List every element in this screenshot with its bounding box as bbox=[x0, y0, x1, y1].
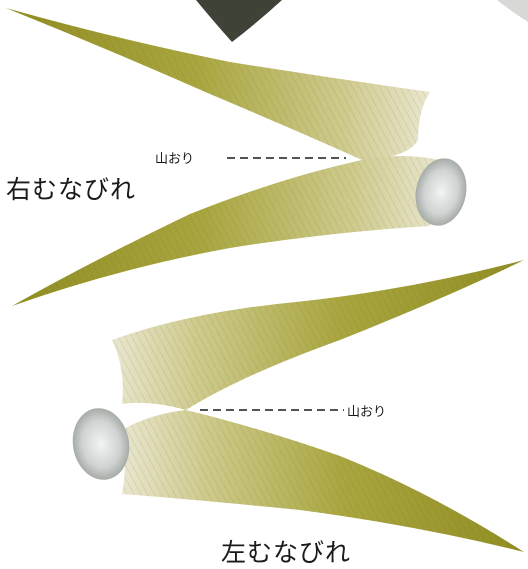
right-fin-label: 右むなびれ bbox=[6, 170, 136, 206]
right-fin bbox=[6, 8, 473, 306]
top-right-fragment bbox=[497, 0, 528, 22]
left-fin-fold-label: 山おり bbox=[347, 401, 386, 420]
right-fin-fold-label: 山おり bbox=[155, 148, 194, 167]
left-fin bbox=[67, 260, 524, 552]
left-fin-label: 左むなびれ bbox=[221, 533, 351, 569]
top-fragment bbox=[196, 0, 282, 42]
